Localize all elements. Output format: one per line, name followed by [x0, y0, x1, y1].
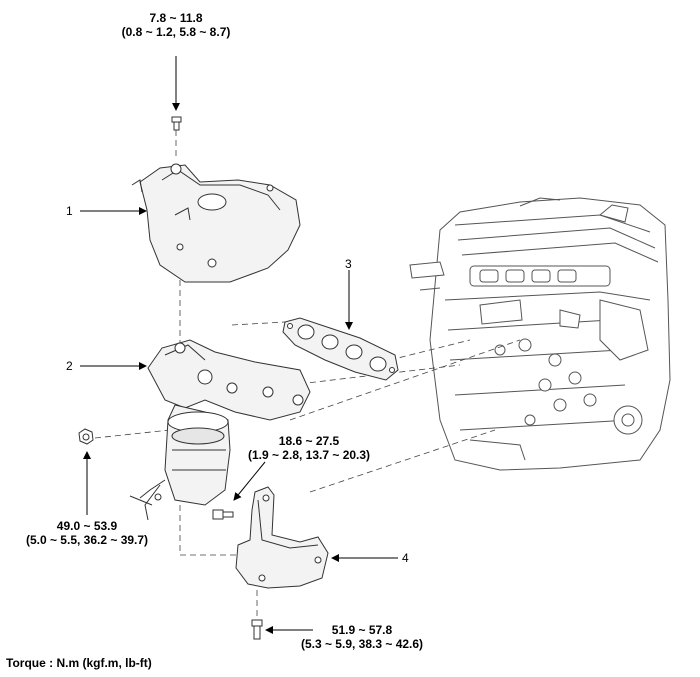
- middle-bolt-torque-alt: (1.9 ~ 2.8, 13.7 ~ 20.3): [247, 448, 371, 462]
- part-number-4: 4: [402, 551, 409, 565]
- bottom-bolt-torque: 51.9 ~ 57.8 (5.3 ~ 5.9, 38.3 ~ 42.6): [279, 623, 445, 651]
- lower-left-nut-torque-alt: (5.0 ~ 5.5, 36.2 ~ 39.7): [25, 533, 149, 547]
- top-bolt-torque-alt: (0.8 ~ 1.2, 5.8 ~ 8.7): [121, 25, 231, 39]
- lower-left-nut-torque-nm: 49.0 ~ 53.9: [56, 519, 118, 533]
- manifold-gasket: [282, 317, 399, 381]
- lower-left-nut-icon: [78, 428, 94, 445]
- part-number-1: 1: [66, 204, 73, 218]
- bottom-bolt-torque-alt: (5.3 ~ 5.9, 38.3 ~ 42.6): [300, 637, 424, 651]
- engine-block: [409, 197, 671, 471]
- top-bolt-torque-nm: 7.8 ~ 11.8: [149, 11, 203, 25]
- middle-bolt-torque-nm: 18.6 ~ 27.5: [278, 434, 340, 448]
- bottom-bolt-icon: [251, 619, 263, 640]
- middle-bolt-icon: [212, 509, 234, 520]
- exhaust-manifold: [129, 339, 311, 521]
- bottom-bolt-torque-nm: 51.9 ~ 57.8: [331, 623, 393, 637]
- top-bolt-torque: 7.8 ~ 11.8 (0.8 ~ 1.2, 5.8 ~ 8.7): [104, 11, 248, 39]
- middle-bolt-torque: 18.6 ~ 27.5 (1.9 ~ 2.8, 13.7 ~ 20.3): [226, 434, 392, 462]
- part-number-3: 3: [345, 257, 352, 271]
- heat-protector: [131, 163, 301, 283]
- part-number-2: 2: [66, 359, 73, 373]
- callout-leaders: [80, 56, 398, 634]
- torque-unit-legend: Torque : N.m (kgf.m, lb-ft): [6, 656, 152, 670]
- middle-bolt-leader: [233, 461, 266, 501]
- manifold-bracket: [235, 486, 329, 589]
- lower-left-nut-torque: 49.0 ~ 53.9 (5.0 ~ 5.5, 36.2 ~ 39.7): [4, 519, 170, 547]
- top-bolt-icon: [171, 116, 182, 131]
